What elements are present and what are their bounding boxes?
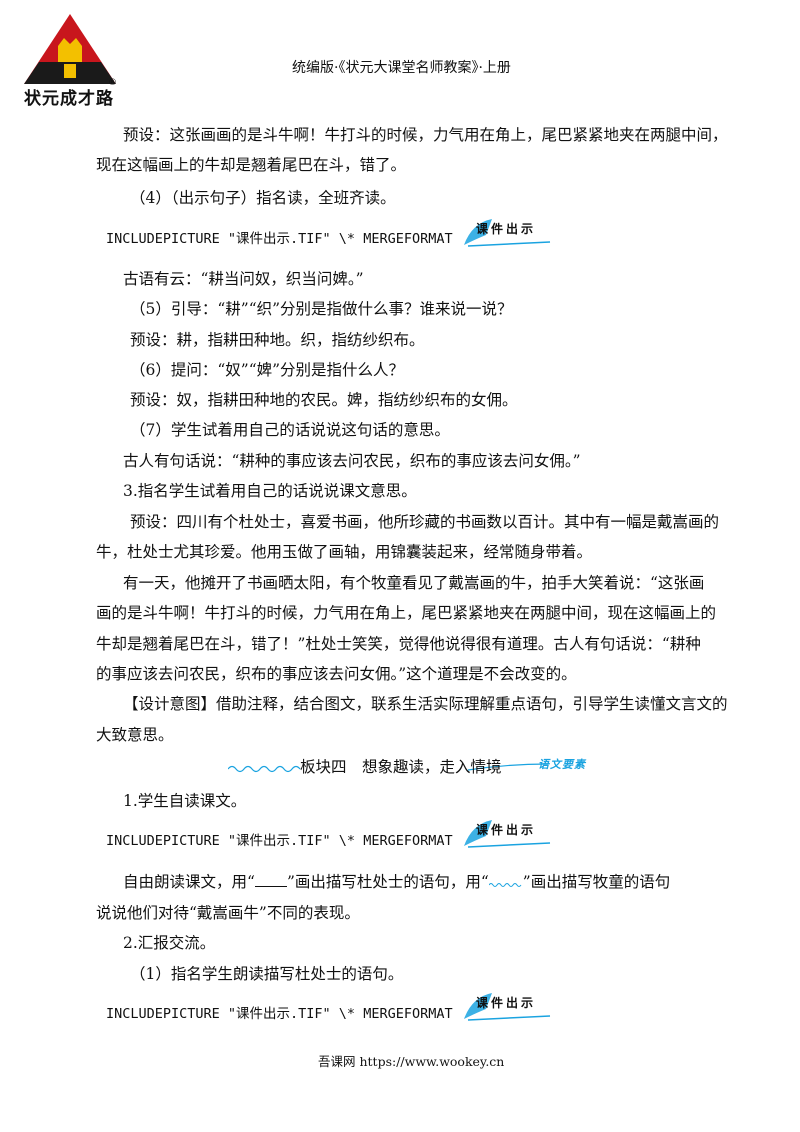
section-tag: 语文要素 — [538, 758, 586, 771]
paragraph-line: 预设：奴，指耕田种地的农民。婢，指纺纱织布的女佣。 — [130, 391, 518, 409]
paragraph-line: 的事应该去问农民，织布的事应该去问女佣。”这个道理是不会改变的。 — [96, 665, 577, 683]
badge-label: 课件出示 — [476, 996, 537, 1010]
reading-instruction-part: ”画出描写杜处士的语句，用“ — [286, 873, 489, 891]
straight-underline-blank — [254, 874, 287, 887]
paragraph-line: （4）（出示句子）指名读，全班齐读。 — [130, 189, 396, 207]
courseware-badge: 课件出示 — [462, 989, 554, 1023]
field-code: INCLUDEPICTURE "课件出示.TIF" \* MERGEFORMAT — [106, 833, 453, 849]
paragraph-line: 预设：四川有个杜处士，喜爱书画，他所珍藏的书画数以百计。其中有一幅是戴嵩画的 — [130, 513, 720, 531]
paragraph-line: 预设：这张画画的是斗牛啊！牛打斗的时候，力气用在角上，尾巴紧紧地夹在两腿中间， — [123, 126, 728, 144]
badge-swoosh-icon — [464, 820, 551, 848]
field-code: INCLUDEPICTURE "课件出示.TIF" \* MERGEFORMAT — [106, 231, 453, 247]
reading-instruction-line: 自由朗读课文，用“ ”画出描写杜处士的语句，用“ ”画出描写牧童的语句 — [123, 867, 670, 897]
paragraph-line: 牛，杜处士尤其珍爱。他用玉做了画轴，用锦囊装起来，经常随身带着。 — [96, 543, 593, 561]
registered-mark: ® — [108, 78, 117, 88]
paragraph-line: 古语有云：“耕当问奴，织当问婢。” — [123, 270, 364, 288]
paragraph-line: 有一天，他摊开了书画晒太阳，有个牧童看见了戴嵩画的牛，拍手大笑着说：“这张画 — [123, 574, 705, 592]
paragraph-line: 3.指名学生试着用自己的话说说课文意思。 — [123, 482, 417, 500]
paragraph-line: 大致意思。 — [96, 726, 174, 744]
paragraph-line: 画的是斗牛啊！牛打斗的时候，力气用在角上，尾巴紧紧地夹在两腿中间，现在这幅画上的 — [96, 604, 717, 622]
page-footer: 吾课网 https://www.wookey.cn — [318, 1054, 505, 1069]
reading-instruction-part: ”画出描写牧童的语句 — [522, 873, 671, 891]
courseware-badge: 课件出示 — [462, 816, 554, 850]
section-title: 板块四 想象趣读，走入情境 — [300, 758, 502, 776]
paragraph-line: 现在这幅画上的牛却是翘着尾巴在斗，错了。 — [96, 156, 407, 174]
paragraph-line: （1）指名学生朗读描写杜处士的语句。 — [130, 965, 404, 983]
paragraph-line: 2.汇报交流。 — [123, 934, 216, 952]
field-code: INCLUDEPICTURE "课件出示.TIF" \* MERGEFORMAT — [106, 1006, 453, 1022]
section-underline — [228, 763, 548, 773]
badge-label: 课件出示 — [476, 222, 537, 236]
paragraph-line: 1.学生自读课文。 — [123, 792, 247, 810]
reading-instruction-part: 自由朗读课文，用“ — [123, 873, 255, 891]
wavy-underline-blank — [488, 883, 522, 887]
badge-swoosh-icon — [464, 219, 551, 247]
design-intent-line: 【设计意图】借助注释，结合图文，联系生活实际理解重点语句，引导学生读懂文言文的 — [123, 695, 728, 713]
logo-mark — [24, 14, 116, 84]
paragraph-line: 牛却是翘着尾巴在斗，错了！”杜处士笑笑，觉得他说得很有道理。古人有句话说：“耕种 — [96, 635, 701, 653]
badge-label: 课件出示 — [476, 823, 537, 837]
paragraph-line: （5）引导：“耕”“织”分别是指做什么事？谁来说一说？ — [130, 300, 513, 318]
paragraph-line: （7）学生试着用自己的话说说这句话的意思。 — [130, 421, 450, 439]
paragraph-line: 古人有句话说：“耕种的事应该去问农民，织布的事应该去问女佣。” — [123, 452, 581, 470]
badge-swoosh-icon — [464, 993, 551, 1021]
paragraph-line: （6）提问：“奴”“婢”分别是指什么人？ — [130, 361, 405, 379]
paragraph-line: 说说他们对待“戴嵩画牛”不同的表现。 — [96, 904, 360, 922]
page-header: 统编版·《状元大课堂名师教案》·上册 — [292, 60, 511, 76]
courseware-badge: 课件出示 — [462, 215, 554, 249]
logo-text: 状元成才路 — [24, 89, 114, 109]
paragraph-line: 预设：耕，指耕田种地。织，指纺纱织布。 — [130, 331, 425, 349]
